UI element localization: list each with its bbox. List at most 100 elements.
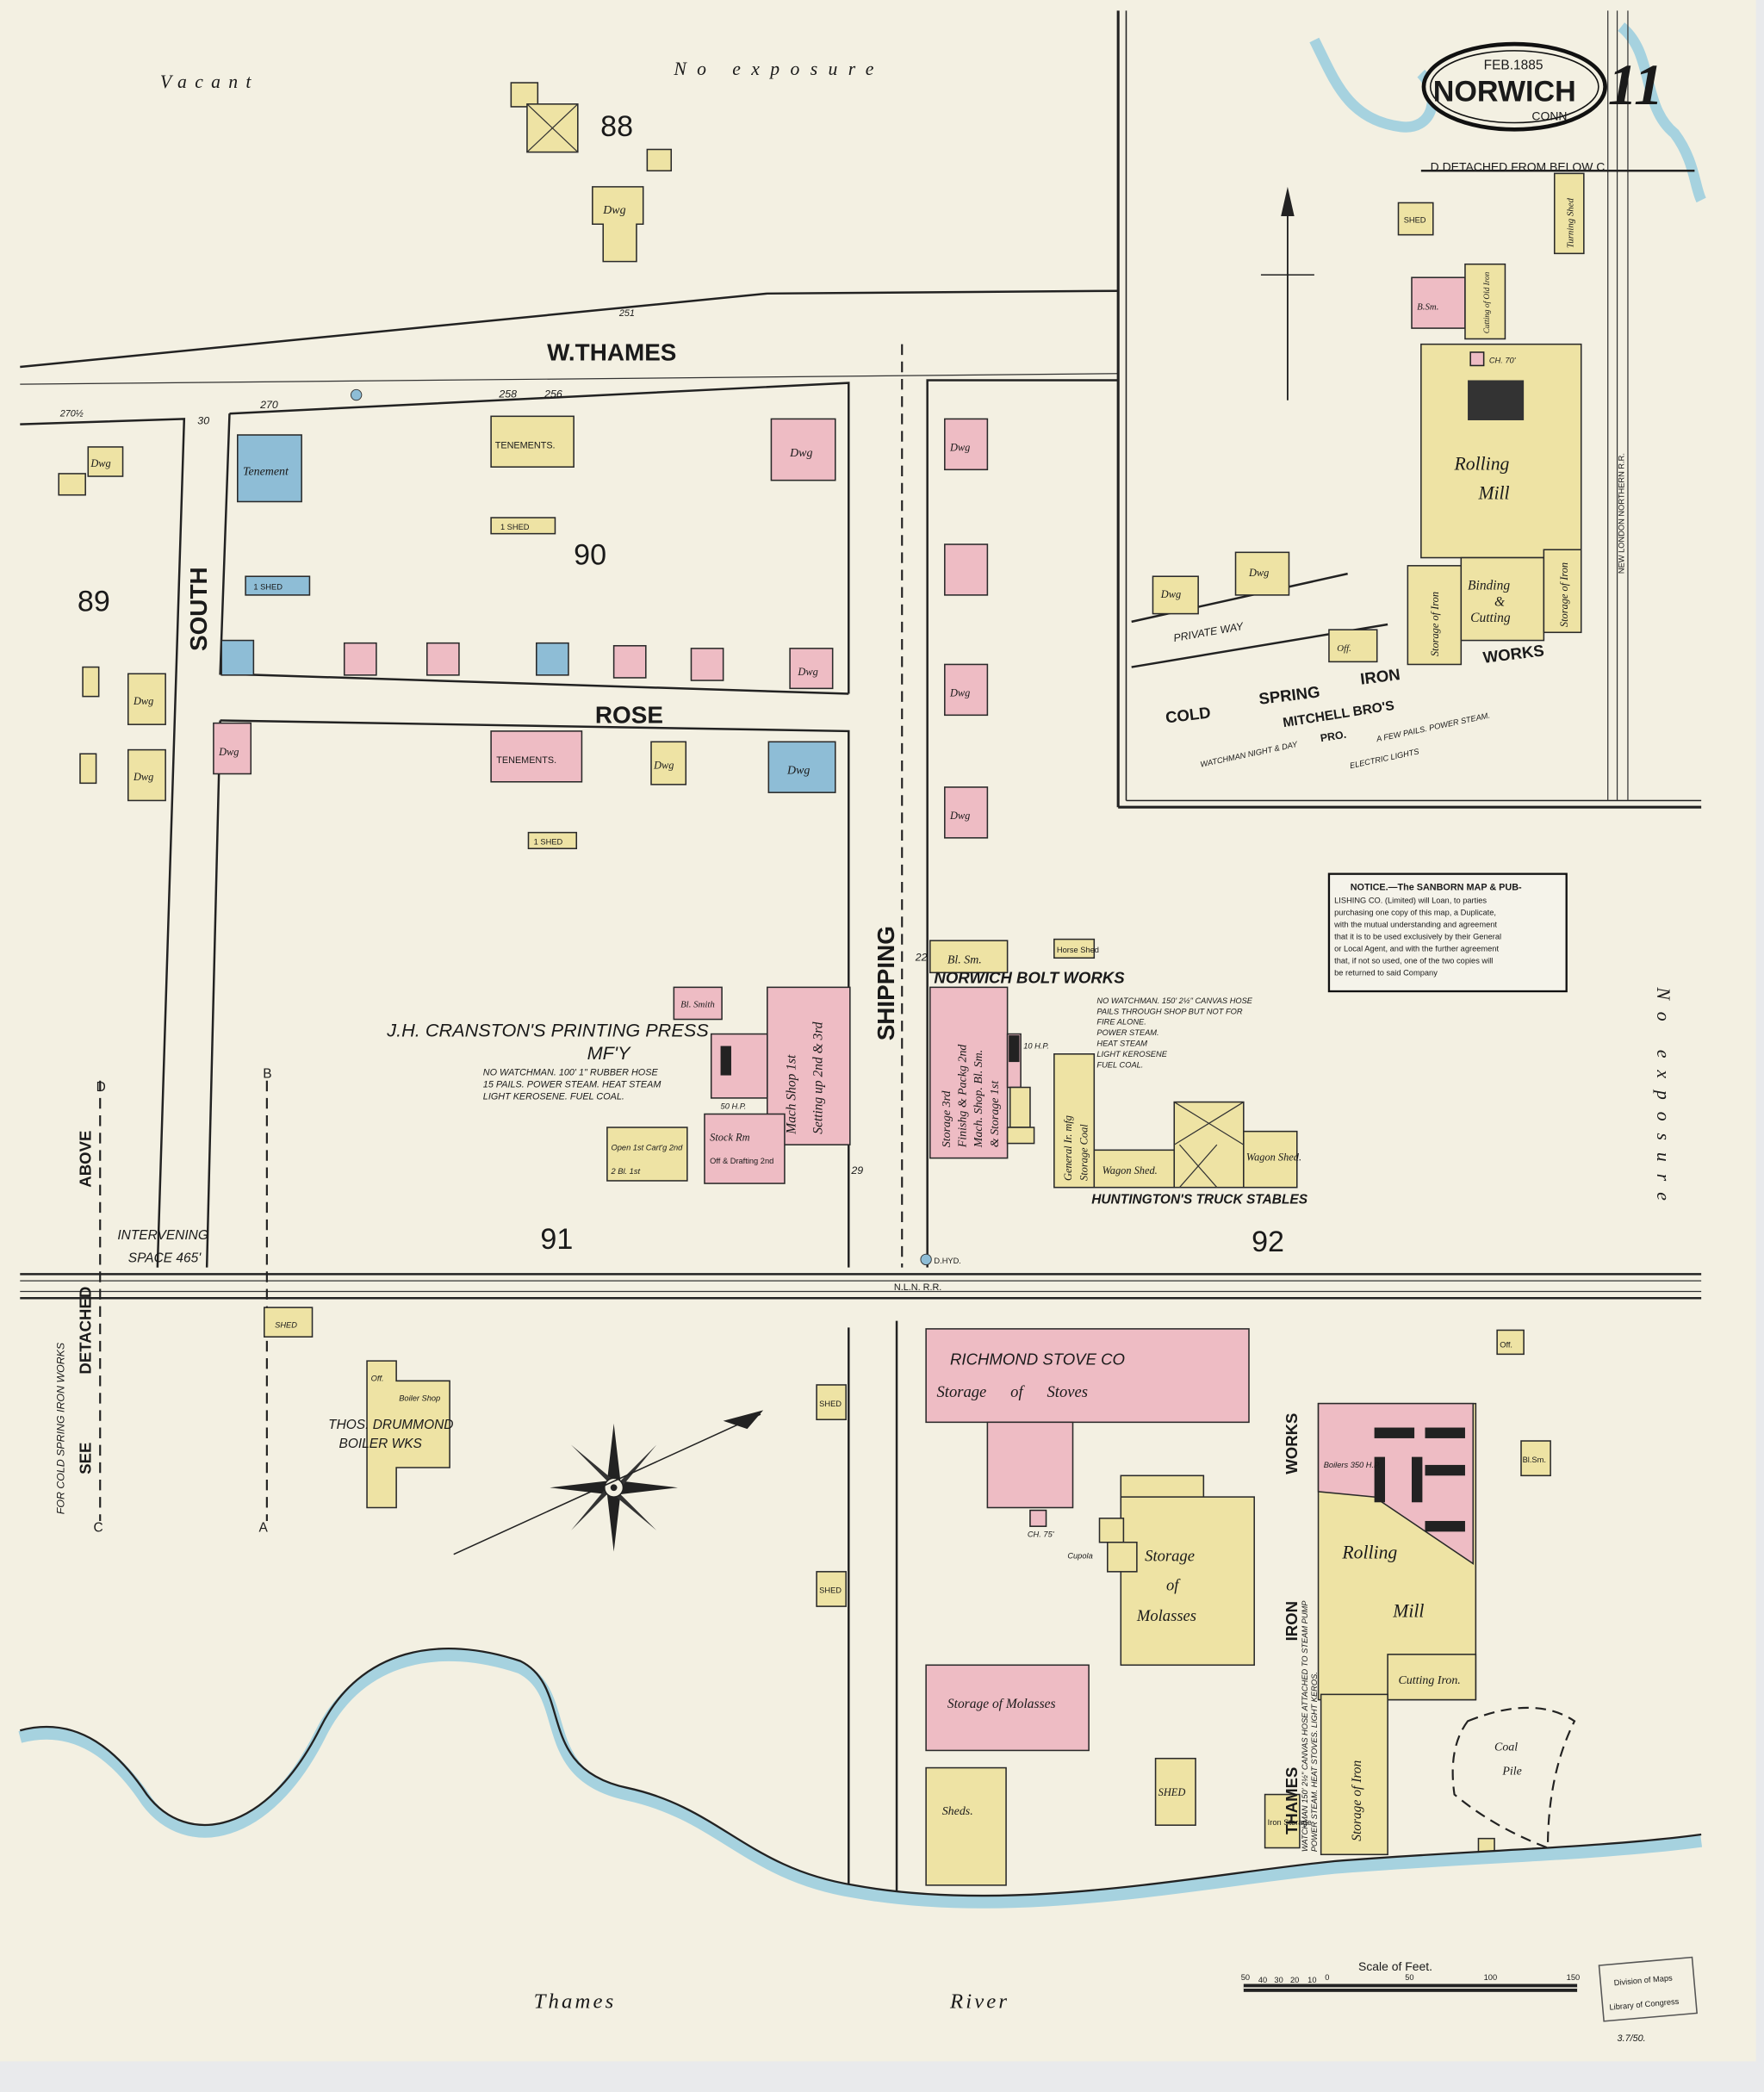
- building-label: Tenement: [243, 465, 289, 478]
- building-bl-sm: [1520, 1440, 1551, 1477]
- building-label: Storage of Iron: [1350, 1760, 1364, 1841]
- building-label: Sheds.: [942, 1805, 973, 1818]
- building-label: Mill: [1392, 1601, 1424, 1622]
- building-label: Dwg: [218, 746, 239, 758]
- block-number-91: 91: [540, 1223, 573, 1256]
- house-number: 270½: [59, 408, 84, 419]
- drummond-sub: BOILER WKS: [339, 1437, 423, 1451]
- house-number: 30: [197, 415, 209, 427]
- building-tenement: [237, 434, 302, 503]
- building-dwelling: [789, 648, 834, 690]
- scale-tick: 20: [1290, 1976, 1299, 1984]
- building-label: Dwg: [949, 442, 970, 454]
- building-sheds: [925, 1766, 1007, 1886]
- building-engine-room: [710, 1033, 768, 1099]
- section-letter: C: [93, 1520, 102, 1535]
- boiler-icon: [1468, 380, 1525, 420]
- building-horse-shed: [1053, 938, 1096, 959]
- building-stock-room: [704, 1113, 786, 1184]
- building-shed: [245, 575, 311, 596]
- drummond-name: THOS. DRUMMOND: [328, 1418, 453, 1432]
- building-shed: [263, 1307, 314, 1338]
- building-iron-storage: [1264, 1793, 1301, 1849]
- scale-title: Scale of Feet.: [1358, 1959, 1432, 1973]
- building-dwelling: [127, 673, 166, 725]
- boiler-icon: [1009, 1035, 1020, 1063]
- building-label: Off & Drafting 2nd: [710, 1157, 773, 1165]
- boiler-icon: [1411, 1456, 1423, 1503]
- building-shed: [816, 1384, 847, 1421]
- building-label: Turning Shed: [1565, 197, 1575, 248]
- left-note-detached: DETACHED: [76, 1287, 94, 1375]
- building-label: Cutting Iron.: [1399, 1674, 1461, 1687]
- building-shed: [1397, 202, 1434, 236]
- building-dwelling: [425, 642, 460, 676]
- building-open-cart: [606, 1127, 688, 1182]
- building-label: Off.: [1337, 643, 1351, 654]
- inset-detached-note: D DETACHED FROM BELOW C: [1431, 159, 1606, 173]
- building-binding: [1460, 556, 1545, 642]
- block-number-89: 89: [78, 585, 110, 618]
- building-label: &: [1494, 594, 1505, 609]
- building-office: [1328, 629, 1378, 663]
- left-note: FOR COLD SPRING IRON WORKS: [54, 1342, 66, 1514]
- building-label: Storage of Iron: [1558, 562, 1570, 627]
- scale-bar: [1243, 1983, 1578, 1992]
- scale-tick: 40: [1258, 1976, 1267, 1984]
- building-label: CH. 70': [1489, 356, 1517, 364]
- section-letter: D: [96, 1080, 106, 1095]
- title-cartouche: [1421, 41, 1607, 132]
- building-label: Bl. Sm.: [947, 953, 982, 966]
- building-shed: [1154, 1757, 1196, 1826]
- building-label: Wagon Shed.: [1246, 1152, 1301, 1164]
- building-dwelling: [690, 648, 724, 681]
- building-label: Dwg: [1160, 588, 1181, 600]
- building-label: Dwg: [789, 447, 812, 460]
- bolt-works-note: LIGHT KEROSENE: [1096, 1050, 1167, 1058]
- street-shipping: SHIPPING: [873, 926, 899, 1040]
- building-bl-sm: [929, 940, 1009, 974]
- sheet-number: 11: [1608, 52, 1663, 117]
- building-dwelling: [87, 446, 124, 477]
- building-b-sm: [1411, 276, 1466, 329]
- building-storage-molasses: [1120, 1496, 1255, 1667]
- building-label: Dwg: [786, 764, 810, 777]
- scale-tick: 10: [1307, 1976, 1316, 1984]
- building-label: Off.: [1500, 1341, 1512, 1350]
- building-label: Wagon Shed.: [1102, 1164, 1158, 1176]
- building-label: Bl.Sm.: [1523, 1456, 1546, 1464]
- building-label: Storage Coal: [1078, 1124, 1090, 1181]
- compass-rose-icon: [453, 1410, 764, 1555]
- svg-text:be returned to said Company: be returned to said Company: [1334, 968, 1438, 977]
- svg-text:purchasing one copy of this ma: purchasing one copy of this map, a Dupli…: [1334, 909, 1496, 917]
- building-dwelling: [536, 642, 569, 676]
- building-label: SHED: [1158, 1786, 1186, 1798]
- building-label: Cutting: [1470, 611, 1511, 625]
- house-number: 270: [259, 399, 278, 411]
- building-label: SHED: [275, 1320, 297, 1329]
- building-label: Stock Rm: [710, 1131, 749, 1143]
- svg-text:with the mutual understanding: with the mutual understanding and agreem…: [1333, 921, 1497, 929]
- bolt-works-note: FUEL COAL.: [1096, 1060, 1143, 1069]
- svg-text:LISHING CO. (Limited) will Loa: LISHING CO. (Limited) will Loan, to part…: [1334, 897, 1487, 905]
- thames-iron-name: IRON: [1283, 1601, 1301, 1641]
- hydrant-icon: [920, 1253, 932, 1266]
- building-office: [1496, 1329, 1525, 1356]
- river-word-2: River: [949, 1990, 1009, 2013]
- building-richmond-stove: [925, 1328, 1250, 1424]
- building-label: Rolling: [1341, 1542, 1397, 1562]
- thames-iron-name: THAMES: [1283, 1767, 1301, 1834]
- building-label: Horse Shed: [1057, 946, 1099, 954]
- building-label: 1 SHED: [500, 523, 530, 531]
- cranston-name: J.H. CRANSTON'S PRINTING PRESS: [386, 1020, 709, 1041]
- thames-iron-note: WATCHMAN 150' 2½" CANVAS HOSE ATTACHED T…: [1301, 1600, 1309, 1852]
- street-south: SOUTH: [185, 567, 212, 651]
- title-date: FEB.1885: [1484, 59, 1544, 73]
- accession-note: 3.7/50.: [1618, 2033, 1646, 2044]
- building-turning-shed: [1553, 172, 1585, 255]
- streets: [20, 289, 1702, 1895]
- boiler-icon: [1374, 1427, 1415, 1438]
- scale-tick: 100: [1484, 1973, 1498, 1982]
- building-label: 50 H.P.: [721, 1102, 747, 1110]
